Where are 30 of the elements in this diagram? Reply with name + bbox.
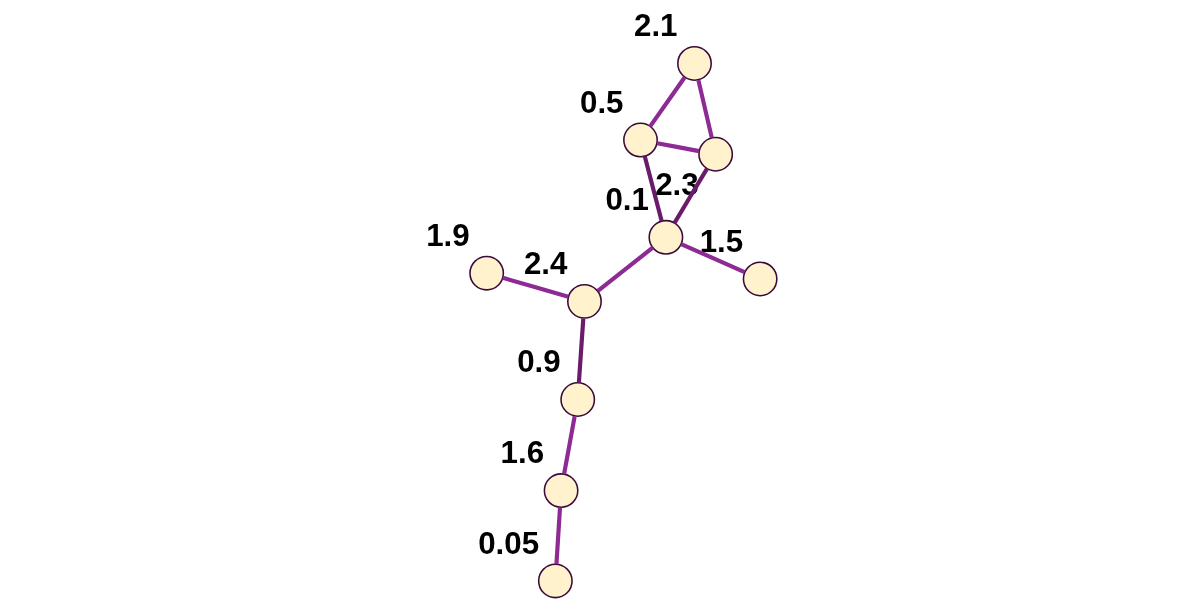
connector [656,141,699,154]
node-label: 1.9 [425,218,470,254]
connector [672,167,709,224]
connector [576,318,585,383]
connector [642,155,664,222]
node-label: 1.6 [500,435,544,471]
connector [695,79,714,139]
node-label: 0.05 [477,525,539,561]
node-circle [697,136,733,172]
node-label: 0.9 [516,344,561,380]
node-label: 1.5 [699,223,743,259]
node-circle [676,46,712,81]
connector [679,242,745,274]
connector [553,507,562,565]
connector [561,415,577,475]
connector [501,275,569,299]
node-circle [559,382,595,417]
connector [647,76,686,128]
node-label: 0.1 [604,182,649,218]
node-circle [468,255,504,291]
node-circle [647,219,683,255]
node-circle [566,283,602,319]
node-label: 2.4 [523,246,567,282]
node-circle [537,563,573,599]
node-circle [543,473,579,509]
node-label: 0.5 [579,84,623,120]
node-circle [622,122,658,158]
node-label: 2.1 [633,8,677,44]
node-circle [742,261,778,297]
connector [596,246,654,293]
